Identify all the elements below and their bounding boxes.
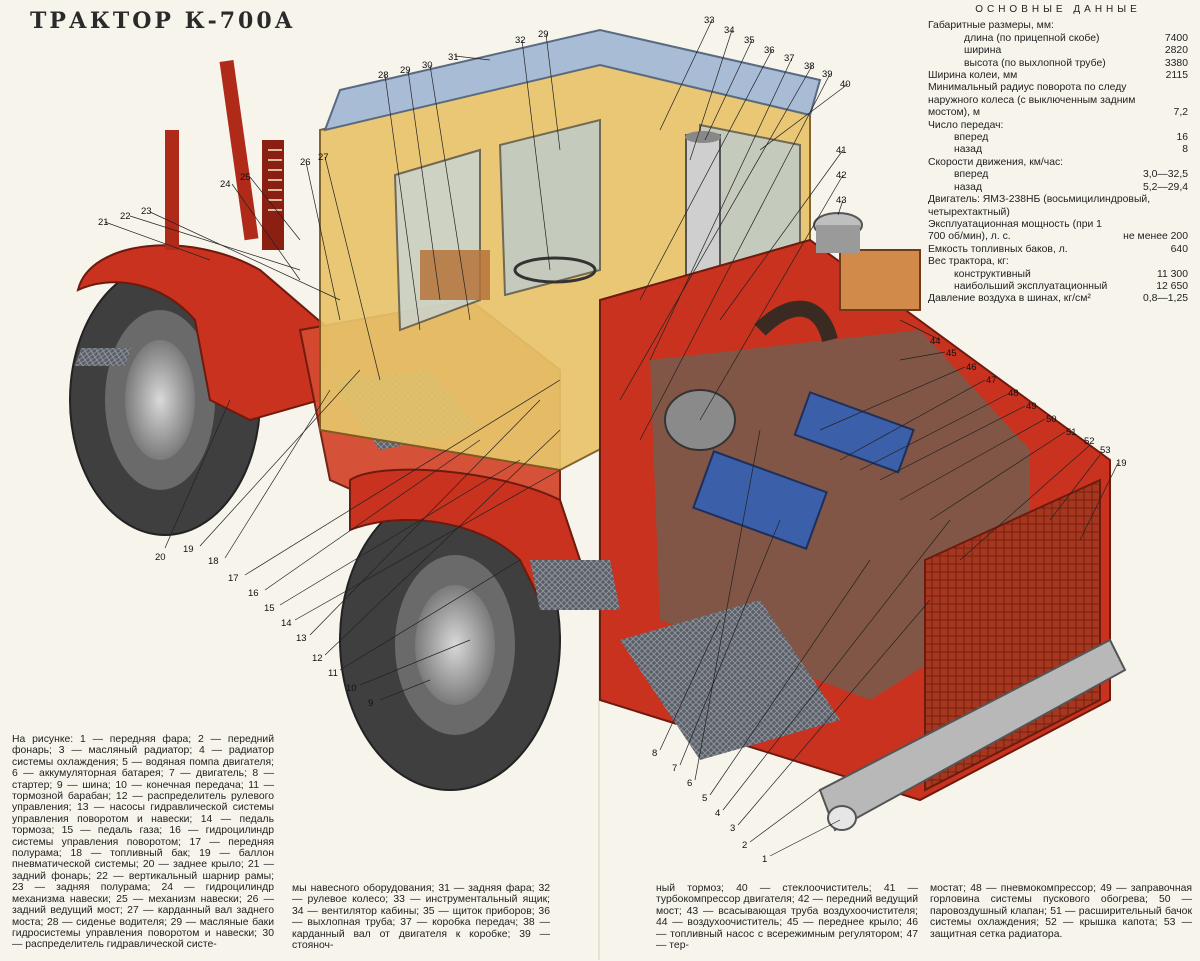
callout-1: 1	[762, 854, 767, 865]
spec-height: высота (по выхлопной трубе)3380	[964, 57, 1188, 69]
callout-3: 3	[730, 823, 735, 834]
callout-49: 49	[1026, 401, 1037, 412]
spec-radius: Минимальный радиус поворота по следу нар…	[928, 82, 1188, 119]
callout-23: 23	[141, 206, 152, 217]
callout-36: 36	[764, 45, 775, 56]
legend-part-1: На рисунке: 1 — передняя фара; 2 — перед…	[12, 734, 274, 951]
callout-12: 12	[312, 653, 323, 664]
front-tire	[339, 489, 561, 791]
callout-25: 25	[240, 172, 251, 183]
callout-4: 4	[715, 808, 720, 819]
callout-14: 14	[281, 618, 292, 629]
callout-27: 27	[318, 152, 329, 163]
callout-29b: 29	[538, 29, 549, 40]
callout-47: 47	[986, 375, 997, 386]
specs-heading: ОСНОВНЫЕ ДАННЫЕ	[975, 4, 1141, 15]
page-title: ТРАКТОР К-700А	[30, 8, 296, 34]
hitch-mechanism	[165, 60, 284, 250]
callout-5: 5	[702, 793, 707, 804]
callout-43: 43	[836, 195, 847, 206]
legend-part-4: мостат; 48 — пневмокомпрессор; 49 — запр…	[930, 883, 1192, 940]
callout-52: 52	[1084, 436, 1095, 447]
callout-11: 11	[328, 668, 338, 679]
callout-30: 30	[422, 60, 433, 71]
callout-39: 39	[822, 69, 833, 80]
spec-power: Эксплуатационная мощность (при 1 700 об/…	[928, 218, 1188, 243]
spec-dims-label: Габаритные размеры, мм:	[928, 20, 1054, 32]
callout-17: 17	[228, 573, 239, 584]
rear-fender-step	[74, 348, 132, 366]
callout-38: 38	[804, 61, 815, 72]
callout-51: 51	[1066, 427, 1077, 438]
callout-32: 32	[515, 35, 526, 46]
callout-labels: 1 2 3 4 5 6 7 8 9 10 11 12 13 14 15 16 1…	[98, 15, 1127, 865]
callout-19b: 19	[1116, 458, 1127, 469]
spec-tank: Емкость топливных баков, л.640	[928, 243, 1188, 255]
callout-37: 37	[784, 53, 795, 64]
spec-speed-label: Скорости движения, км/час:	[928, 156, 1064, 168]
callout-41: 41	[836, 145, 847, 156]
callout-35: 35	[744, 35, 755, 46]
callout-21: 21	[98, 217, 109, 228]
callout-44: 44	[930, 336, 941, 347]
callout-10: 10	[346, 683, 357, 694]
callout-53: 53	[1100, 445, 1111, 456]
callout-9: 9	[368, 698, 373, 709]
callout-40: 40	[840, 79, 851, 90]
callout-16: 16	[248, 588, 259, 599]
engine	[664, 300, 915, 550]
spec-engine: Двигатель: ЯМЗ-238НБ (восьмицилиндровый,…	[928, 194, 1151, 218]
callout-22: 22	[120, 211, 131, 222]
front-deck-step	[620, 600, 840, 760]
callout-34: 34	[724, 25, 735, 36]
callout-28: 28	[378, 70, 389, 81]
callout-29a: 29	[400, 65, 411, 76]
headlight	[827, 805, 857, 831]
callout-18: 18	[208, 556, 219, 567]
rear-fender	[76, 244, 332, 422]
callout-6: 6	[687, 778, 692, 789]
callout-24: 24	[220, 179, 231, 190]
callout-42: 42	[836, 170, 847, 181]
callout-15: 15	[264, 603, 275, 614]
callout-26: 26	[300, 157, 311, 168]
spec-weight-label: Вес трактора, кг:	[928, 256, 1009, 268]
spec-length: длина (по прицепной скобе)7400	[964, 32, 1188, 44]
specs-panel: ОСНОВНЫЕ ДАННЫЕ Габаритные размеры, мм: …	[928, 4, 1188, 306]
legend-part-3: ный тормоз; 40 — стеклоочиститель; 41 — …	[656, 883, 918, 952]
legend-part-2: мы навесного оборудования; 31 — задняя ф…	[292, 883, 550, 952]
callout-7: 7	[672, 763, 677, 774]
callout-2: 2	[742, 840, 747, 851]
callout-50: 50	[1046, 414, 1057, 425]
callout-45: 45	[946, 348, 957, 359]
air-cleaner	[813, 212, 921, 311]
callout-19a: 19	[183, 544, 194, 555]
callout-33: 33	[704, 15, 715, 26]
callout-48: 48	[1008, 388, 1019, 399]
spec-gears-label: Число передач:	[928, 119, 1004, 131]
callout-46: 46	[966, 362, 977, 373]
callout-8: 8	[652, 748, 657, 759]
callout-31: 31	[448, 52, 459, 63]
front-step	[530, 560, 620, 610]
callout-20: 20	[155, 552, 166, 563]
callout-13: 13	[296, 633, 307, 644]
callout-lines	[104, 19, 1119, 857]
